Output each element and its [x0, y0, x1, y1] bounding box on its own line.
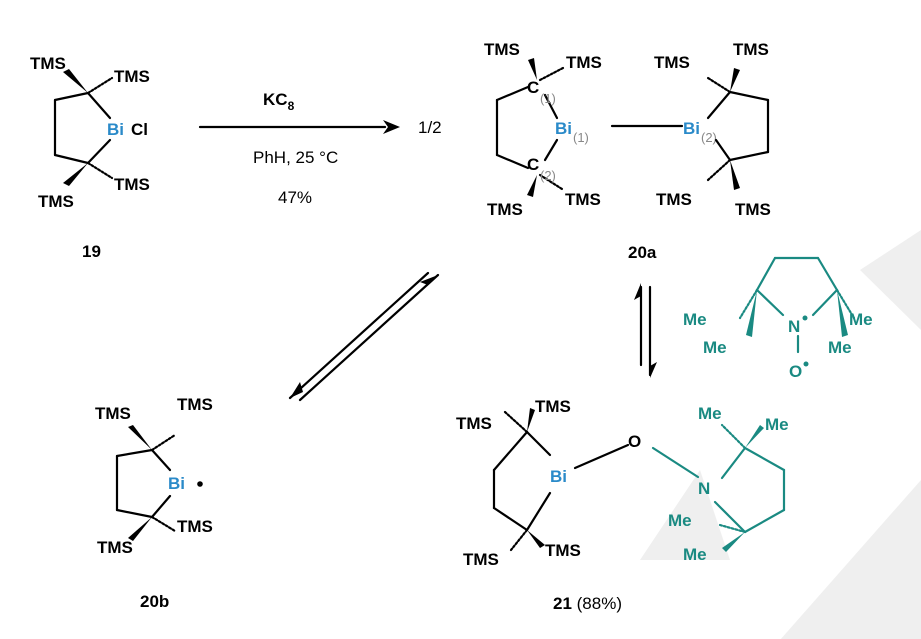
methyl-label: Me: [703, 338, 727, 357]
oxygen-atom: O: [789, 362, 802, 381]
radical-dot: [197, 481, 203, 487]
bismuth-atom: Bi: [550, 467, 567, 486]
tms-label: TMS: [484, 40, 520, 59]
chlorine-atom: Cl: [131, 120, 148, 139]
compound-20b: TMS TMS TMS TMS Bi: [95, 395, 213, 557]
locant-label: (1): [540, 91, 556, 106]
tms-label: TMS: [114, 175, 150, 194]
bismuth-atom: Bi: [168, 474, 185, 493]
tms-label: TMS: [656, 190, 692, 209]
locant-label: (2): [540, 168, 556, 183]
carbon-atom: C: [527, 78, 539, 97]
bismuth-atom: Bi: [107, 120, 124, 139]
tms-label: TMS: [487, 200, 523, 219]
tms-label: TMS: [114, 67, 150, 86]
equilibrium-arrows-vertical: [634, 283, 657, 378]
compound-19: TMS TMS TMS TMS Bi Cl: [30, 54, 150, 211]
compound-21: Bi O N TMS TMS TMS TMS Me Me Me Me: [456, 397, 789, 569]
tms-label: TMS: [95, 404, 131, 423]
methyl-label: Me: [828, 338, 852, 357]
tms-label: TMS: [177, 517, 213, 536]
methyl-label: Me: [683, 310, 707, 329]
tms-label: TMS: [654, 53, 690, 72]
oxygen-atom: O: [628, 432, 641, 451]
methyl-label: Me: [668, 511, 692, 530]
tms-label: TMS: [566, 53, 602, 72]
methyl-label: Me: [698, 404, 722, 423]
compound-19-label: 19: [82, 242, 101, 261]
methyl-label: Me: [683, 545, 707, 564]
carbon-atom: C: [527, 155, 539, 174]
reagent-label: KC8: [263, 90, 295, 113]
compound-20a-label: 20a: [628, 243, 657, 262]
radical-dot: [803, 361, 809, 367]
radical-dot: [802, 315, 808, 321]
compound-20b-label: 20b: [140, 592, 169, 611]
tms-label: TMS: [463, 550, 499, 569]
watermark: [640, 230, 921, 639]
methyl-label: Me: [765, 415, 789, 434]
equilibrium-arrows-diagonal: [288, 271, 440, 402]
nitrogen-atom: N: [698, 479, 710, 498]
tms-label: TMS: [733, 40, 769, 59]
bismuth-atom: Bi: [683, 119, 700, 138]
tms-label: TMS: [535, 397, 571, 416]
locant-label: (1): [573, 130, 589, 145]
reaction-arrow: [198, 120, 400, 134]
stoichiometry-label: 1/2: [418, 118, 442, 137]
tms-label: TMS: [565, 190, 601, 209]
compound-21-label: 21 (88%): [553, 594, 622, 613]
tempo-radical: Me Me Me Me N O: [683, 256, 873, 381]
methyl-label: Me: [849, 310, 873, 329]
compound-20a: C (1) C (2) Bi (1) Bi (2) TMS TMS TMS TM…: [484, 40, 771, 219]
tms-label: TMS: [735, 200, 771, 219]
locant-label: (2): [701, 130, 717, 145]
tms-label: TMS: [545, 541, 581, 560]
nitrogen-atom: N: [788, 317, 800, 336]
tms-label: TMS: [177, 395, 213, 414]
conditions-solvent: PhH, 25 °C: [253, 148, 338, 167]
bismuth-atom: Bi: [555, 119, 572, 138]
tms-label: TMS: [38, 192, 74, 211]
conditions-yield: 47%: [278, 188, 312, 207]
tms-label: TMS: [456, 414, 492, 433]
tms-label: TMS: [97, 538, 133, 557]
tms-label: TMS: [30, 54, 66, 73]
